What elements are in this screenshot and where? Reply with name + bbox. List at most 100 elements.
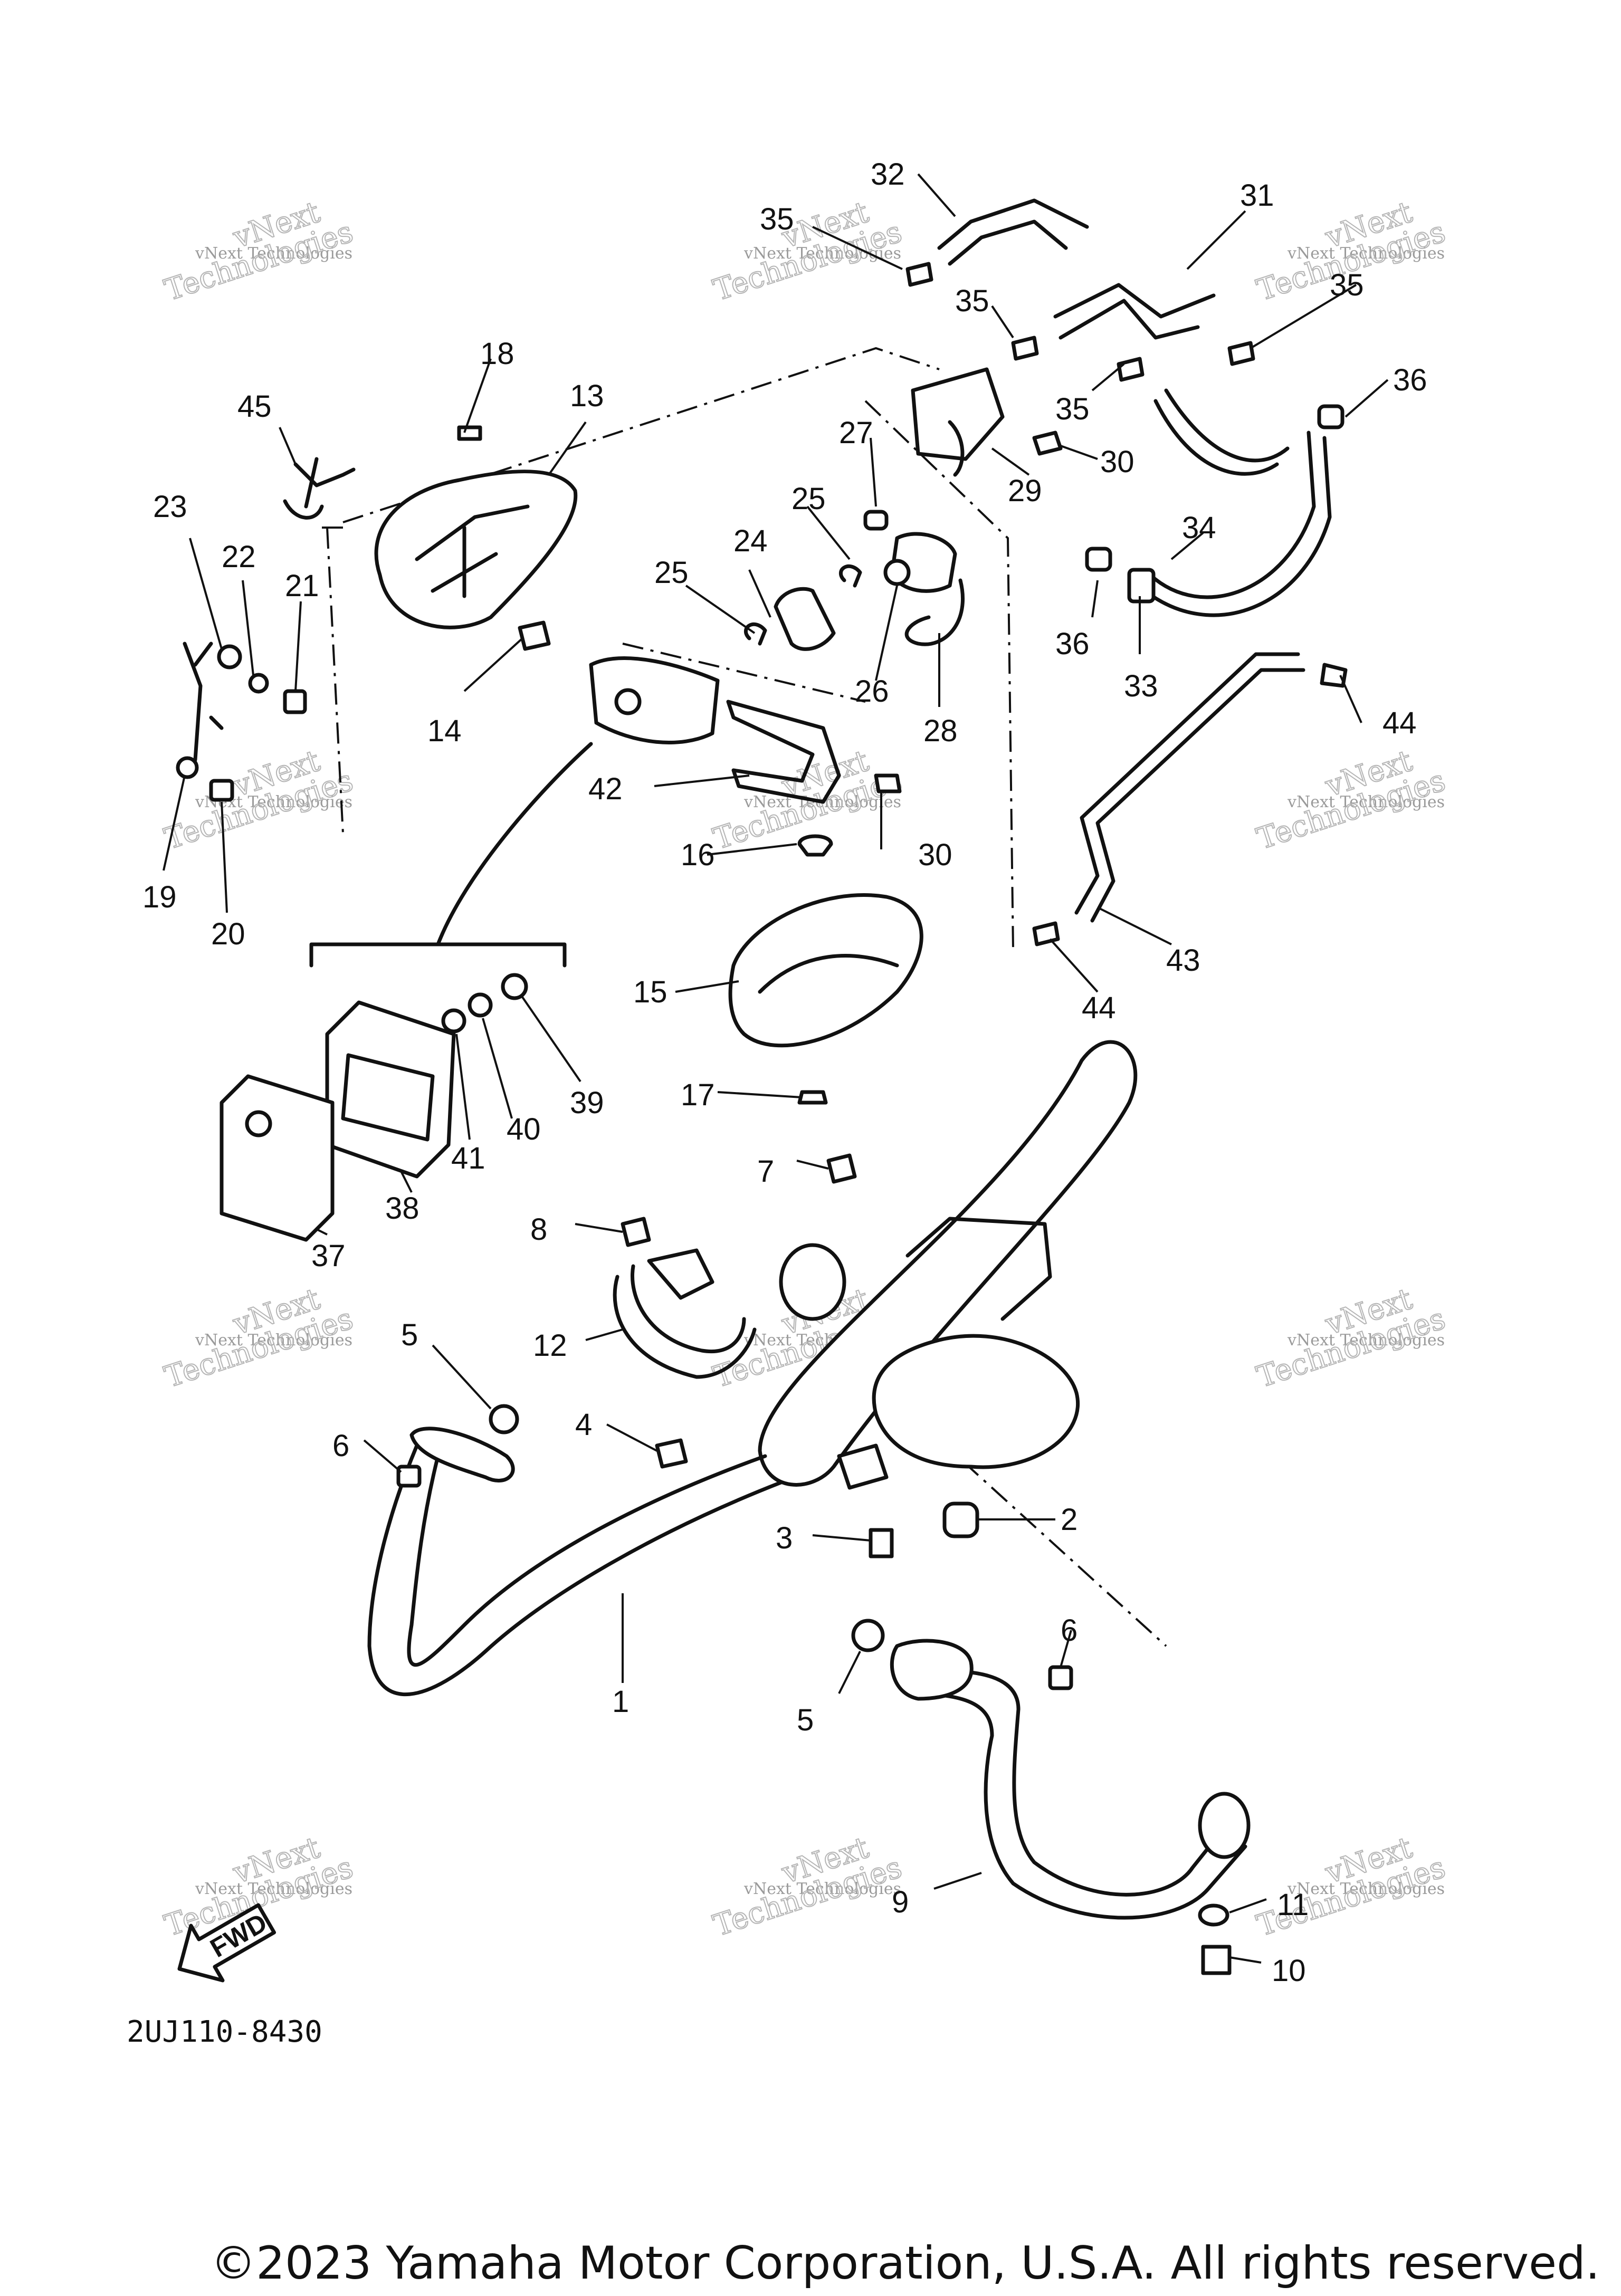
callout-44-upper: 44 <box>1382 706 1417 740</box>
flange-front <box>409 1427 515 1482</box>
callout-6-lower: 6 <box>1061 1613 1078 1648</box>
callout-27: 27 <box>839 416 873 450</box>
callout-1: 1 <box>612 1685 629 1719</box>
fwd-arrow-shape <box>177 1903 276 1983</box>
gasket-5a <box>489 1404 519 1434</box>
exhaust-pipe-rear <box>905 1669 1247 1920</box>
valve-body-29 <box>911 367 1005 461</box>
bolt-14 <box>518 620 551 651</box>
washer-40 <box>468 992 493 1018</box>
watermark: vNext Technologies vNext Technologies <box>160 194 358 308</box>
air-box <box>589 656 720 744</box>
callout-24: 24 <box>733 524 768 558</box>
callout-23: 23 <box>153 490 187 524</box>
callout-39: 39 <box>570 1086 604 1120</box>
clamp-44b <box>1032 921 1060 946</box>
callout-31: 31 <box>1240 178 1274 213</box>
callout-13: 13 <box>570 379 604 413</box>
clip-25b <box>839 564 862 588</box>
callout-11: 11 <box>1277 1888 1309 1922</box>
callout-28: 28 <box>923 714 958 748</box>
hose-34 <box>1153 388 1290 476</box>
nut-6a <box>396 1465 422 1488</box>
muffler-chamber <box>872 1334 1080 1469</box>
bolt-8 <box>621 1217 651 1247</box>
valve-26-port <box>883 559 911 586</box>
drawing-code: 2UJ110-8430 <box>127 2015 322 2049</box>
callout-36-upper: 36 <box>1393 363 1427 397</box>
watermark: vNext Technologies vNext Technologies <box>709 1830 907 1944</box>
clamp-3 <box>837 1443 889 1490</box>
watermark: vNext Technologies vNext Technologies <box>1252 743 1450 857</box>
gasket-11 <box>1198 1903 1229 1927</box>
callout-44-lower: 44 <box>1082 991 1116 1025</box>
flange-12 <box>647 1248 714 1300</box>
hose-33-end <box>1127 568 1156 604</box>
callout-7: 7 <box>757 1154 774 1189</box>
callout-14: 14 <box>427 714 462 748</box>
flange-rear <box>890 1639 974 1701</box>
callout-22: 22 <box>222 540 256 574</box>
bracket <box>183 642 224 778</box>
nut-6b <box>1048 1665 1073 1690</box>
callout-35-d: 35 <box>1330 268 1364 302</box>
cover-plate-detail <box>415 504 530 598</box>
callout-5-lower: 5 <box>797 1703 814 1737</box>
pipe-45 <box>283 457 356 520</box>
clamp-35a <box>905 262 933 287</box>
washer-22 <box>248 673 269 694</box>
callout-2: 2 <box>1061 1503 1078 1537</box>
callout-20: 20 <box>211 917 245 951</box>
callout-45: 45 <box>237 389 272 424</box>
hose-28 <box>904 578 965 646</box>
bolt-3 <box>869 1528 894 1558</box>
callout-10: 10 <box>1272 1954 1306 1988</box>
gasket-5b <box>851 1619 885 1652</box>
screw-30b <box>874 773 902 793</box>
callout-30-lower: 30 <box>918 838 952 872</box>
clamp-35d <box>1227 341 1255 366</box>
exhaust-pipe-front <box>367 1443 783 1696</box>
air-box-port <box>614 688 642 715</box>
callout-35-c: 35 <box>1055 392 1090 426</box>
housing-37 <box>220 1074 335 1242</box>
callout-30-upper: 30 <box>1100 445 1134 479</box>
hose-33 <box>1143 430 1332 617</box>
callout-26: 26 <box>855 674 889 709</box>
watermark-text: vNext Technologies <box>1287 1880 1445 1898</box>
screw-16 <box>797 834 833 857</box>
callout-12: 12 <box>533 1328 567 1363</box>
exhaust-pipe-12 <box>613 1264 757 1379</box>
callout-17: 17 <box>681 1078 715 1112</box>
copyright-notice: ©2023 Yamaha Motor Corporation, U.S.A. A… <box>211 2237 1600 2290</box>
watermark-text: vNext Technologies <box>195 1880 352 1898</box>
callout-numbers: 1 2 3 4 5 5 6 6 7 8 9 10 11 12 13 14 15 … <box>142 157 1427 1988</box>
cover-15-crease <box>758 954 899 994</box>
callout-3: 3 <box>776 1521 793 1555</box>
group-brace <box>309 742 593 968</box>
callout-5-upper: 5 <box>401 1318 418 1352</box>
watermark-text: vNext Technologies <box>1287 1331 1445 1350</box>
callout-4: 4 <box>575 1408 592 1442</box>
callout-32: 32 <box>871 157 905 192</box>
cap-27 <box>863 510 889 531</box>
bolt-4 <box>655 1438 688 1469</box>
bracket-42 <box>726 700 841 804</box>
bushing-2 <box>942 1501 979 1538</box>
callout-18: 18 <box>480 337 514 371</box>
callout-41: 41 <box>451 1141 485 1175</box>
callout-8: 8 <box>530 1212 547 1247</box>
watermark: vNext Technologies vNext Technologies <box>160 1281 358 1395</box>
muffler <box>758 1040 1138 1487</box>
element-38-inner <box>341 1053 435 1142</box>
callout-38: 38 <box>385 1191 419 1226</box>
grommet-23 <box>217 644 242 669</box>
callout-37: 37 <box>311 1239 346 1273</box>
callout-16: 16 <box>681 838 715 872</box>
callout-33: 33 <box>1124 669 1158 703</box>
callout-36-lower: 36 <box>1055 627 1090 661</box>
pipe-rear-end <box>1198 1792 1251 1859</box>
air-induction-system <box>176 198 1348 1242</box>
housing-37-port <box>245 1110 272 1137</box>
